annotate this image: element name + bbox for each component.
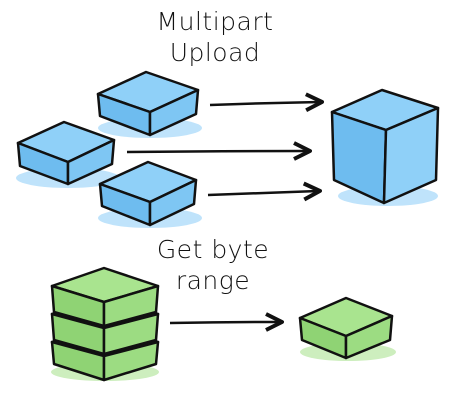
get-byte-range-caption: Get byte range — [138, 234, 288, 296]
upload-arrow-icon — [207, 181, 322, 202]
assembled-object-cube-icon — [330, 88, 440, 206]
upload-part-block-icon — [96, 70, 202, 138]
full-object-stack-icon — [50, 266, 160, 382]
byte-range-block-icon — [298, 296, 396, 361]
multipart-upload-caption: Multipart Upload — [130, 6, 300, 68]
caption-line: range — [175, 266, 251, 295]
upload-arrow-icon — [209, 92, 324, 113]
range-arrow-icon — [169, 312, 284, 332]
upload-arrow-icon — [126, 141, 312, 161]
caption-line: Multipart — [156, 7, 274, 36]
upload-part-block-icon — [98, 160, 202, 228]
upload-part-block-icon — [16, 120, 120, 188]
caption-line: Get byte — [156, 235, 270, 264]
caption-line: Upload — [169, 38, 261, 67]
